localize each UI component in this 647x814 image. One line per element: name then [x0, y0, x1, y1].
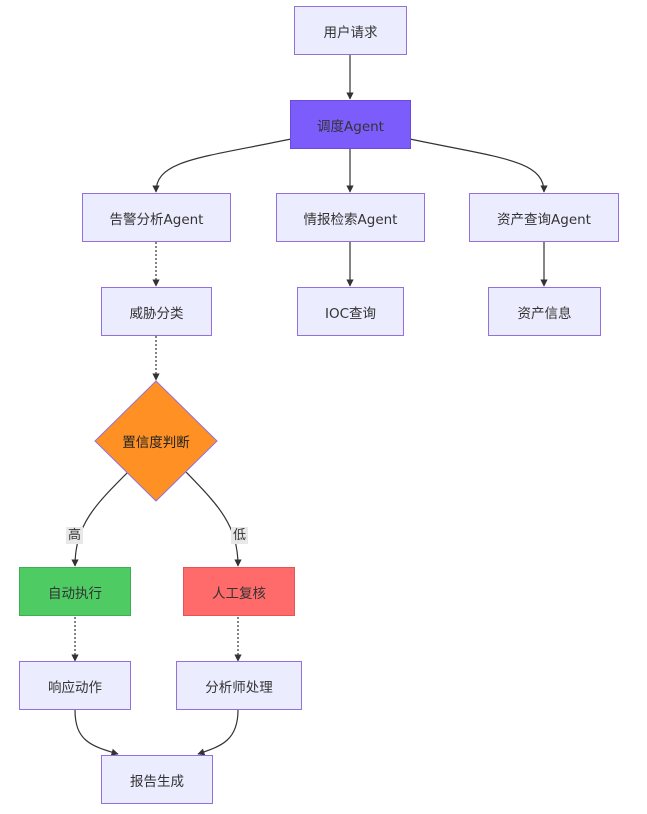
node-response-action: 响应动作 [19, 661, 131, 710]
node-auto-execute: 自动执行 [19, 567, 131, 616]
edge-response-to-report [74, 709, 119, 756]
decision-diamond [94, 380, 218, 502]
node-manual-review: 人工复核 [183, 567, 295, 616]
node-intel-search-agent: 情报检索Agent [276, 193, 425, 242]
node-label: 报告生成 [130, 773, 184, 790]
node-label: 告警分析Agent [109, 211, 204, 228]
node-label: IOC查询 [324, 305, 377, 322]
node-label: 用户请求 [323, 24, 378, 41]
node-user-request: 用户请求 [294, 6, 407, 55]
node-label: 自动执行 [48, 585, 102, 602]
edge-decision-to-auto [71, 471, 129, 567]
node-threat-classification: 威胁分类 [101, 287, 212, 336]
node-dispatch-agent: 调度Agent [290, 100, 411, 149]
edge-label-low: 低 [231, 527, 249, 544]
node-confidence-decision: 置信度判断 [95, 381, 217, 501]
node-label: 人工复核 [212, 585, 266, 602]
node-label: 置信度判断 [122, 435, 190, 451]
node-analyst-handling: 分析师处理 [176, 661, 302, 710]
node-asset-query-agent: 资产查询Agent [469, 193, 619, 242]
node-label: 资产查询Agent [497, 211, 591, 228]
edge-dispatch-to-alert [152, 138, 292, 193]
edge-analyst-to-report [197, 709, 239, 756]
node-label: 分析师处理 [205, 679, 273, 696]
edge-label-high: 高 [66, 527, 84, 544]
edge-decision-to-manual [185, 471, 242, 567]
node-label: 威胁分类 [129, 305, 184, 322]
node-label: 响应动作 [48, 679, 102, 696]
node-asset-info: 资产信息 [488, 287, 601, 336]
node-alert-analysis-agent: 告警分析Agent [82, 193, 231, 242]
node-report-generation: 报告生成 [101, 755, 213, 804]
node-label: 调度Agent [317, 118, 384, 135]
node-ioc-query: IOC查询 [297, 287, 404, 336]
node-label: 资产信息 [517, 305, 572, 322]
node-label: 情报检索Agent [303, 211, 398, 228]
edge-dispatch-to-asset [409, 138, 548, 193]
